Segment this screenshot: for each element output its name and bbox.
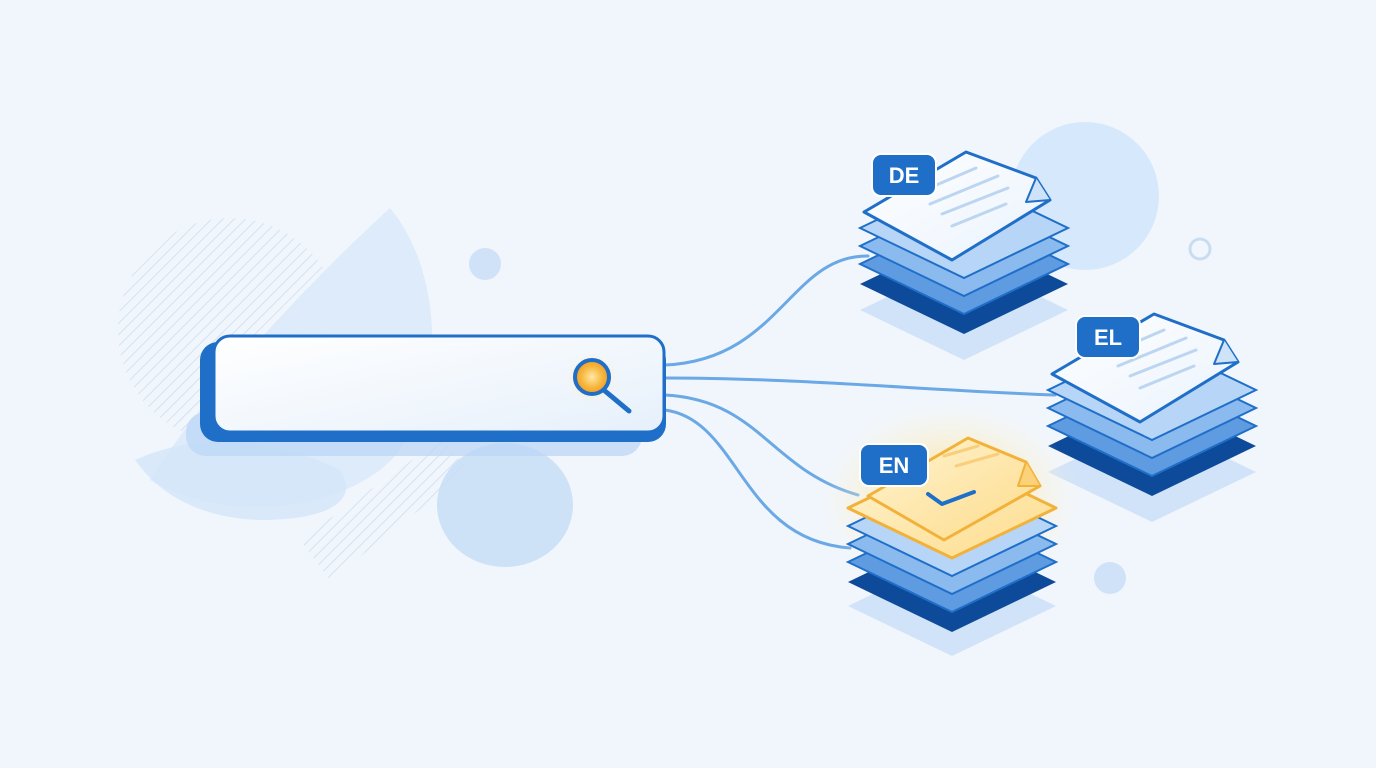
paper-lines <box>1106 328 1198 390</box>
magnifier-lens <box>573 358 611 396</box>
language-badge-el: EL <box>1075 315 1141 359</box>
connector-en-lower <box>663 408 852 550</box>
hatched-strip-decoration <box>300 440 470 580</box>
paper-fold <box>1025 177 1051 203</box>
language-code: DE <box>889 163 920 188</box>
leaf-base-decoration <box>135 441 347 520</box>
bubble-decoration-2 <box>1094 562 1126 594</box>
language-code: EL <box>1094 325 1122 350</box>
connector-de <box>663 254 870 367</box>
checkmark-icon <box>926 490 976 506</box>
search-bar[interactable] <box>186 334 666 456</box>
stack-de[interactable]: DE <box>857 150 1071 360</box>
language-code: EN <box>879 453 910 478</box>
magnifier-icon[interactable] <box>566 352 632 414</box>
connector-el <box>663 376 1057 397</box>
paper-fold <box>1017 461 1040 487</box>
document-stack-icon <box>862 150 1052 262</box>
search-input[interactable] <box>212 334 666 434</box>
paper-fold <box>1213 339 1239 365</box>
blob-decoration <box>437 443 573 567</box>
language-badge-de: DE <box>871 153 937 197</box>
paper-lines <box>942 444 1000 468</box>
language-badge-en: EN <box>859 443 929 487</box>
document-stack-icon <box>866 436 1042 542</box>
stack-el[interactable]: EL <box>1045 312 1259 522</box>
magnifier-handle <box>602 388 632 414</box>
bubble-decoration <box>469 248 501 280</box>
ring-decoration <box>1188 237 1212 261</box>
stack-en[interactable]: EN <box>820 404 1080 656</box>
